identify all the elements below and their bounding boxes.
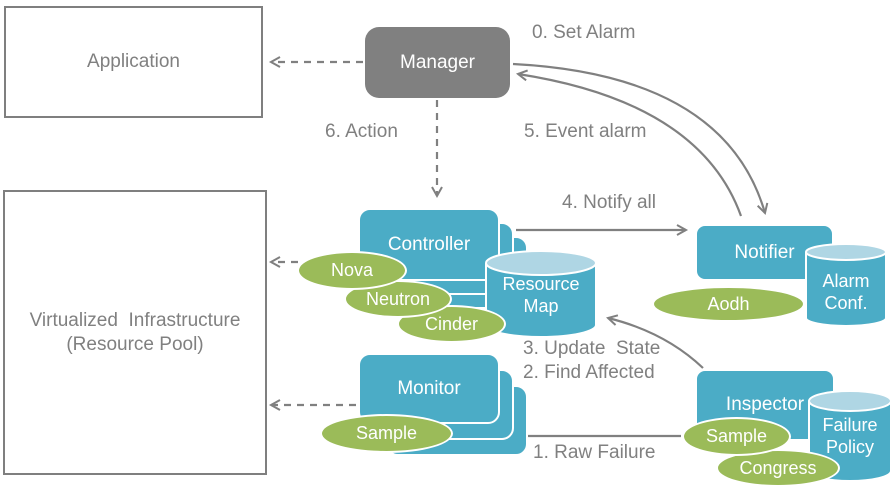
application-label: Application xyxy=(87,51,180,72)
controller-label: Controller xyxy=(387,233,471,255)
application-box: Application xyxy=(4,6,263,118)
monitor-label: Monitor xyxy=(397,377,461,399)
edge-label-set-alarm: 0. Set Alarm xyxy=(532,22,636,43)
notifier-label: Notifier xyxy=(734,241,795,263)
nova-ellipse: Nova xyxy=(297,251,407,290)
edge-label-event-alarm: 5. Event alarm xyxy=(524,121,647,142)
neutron-label: Neutron xyxy=(365,288,431,309)
edge-label-raw-failure: 1. Raw Failure xyxy=(533,442,656,463)
aodh-label: Aodh xyxy=(707,293,750,314)
resource-map-label-line2: Map xyxy=(523,296,559,316)
edge-label-update-state: 3. Update State xyxy=(523,338,661,359)
edge-label-notify-all: 4. Notify all xyxy=(562,192,656,213)
manager-label: Manager xyxy=(400,51,475,73)
arrow-inspector-to-resource-map xyxy=(606,314,704,369)
inspector-label: Inspector xyxy=(725,394,805,415)
congress-ellipse: Congress xyxy=(716,449,840,487)
failure-policy-label-line2: Policy xyxy=(825,437,874,457)
nova-label: Nova xyxy=(330,260,374,280)
resource-map-cylinder: Resource Map xyxy=(485,250,597,338)
edge-label-find-affected: 2. Find Affected xyxy=(523,362,655,383)
resource-map-label-line1: Resource xyxy=(502,274,580,294)
virtualized-infrastructure-box: Virtualized Infrastructure (Resource Poo… xyxy=(3,190,267,475)
sample-inspector-ellipse: Sample xyxy=(682,417,791,456)
sample-inspector-label: Sample xyxy=(705,426,768,446)
sample-monitor-label: Sample xyxy=(355,423,418,443)
virtualized-infrastructure-label-line2: (Resource Pool) xyxy=(66,333,204,355)
aodh-ellipse: Aodh xyxy=(652,286,805,322)
congress-label: Congress xyxy=(739,457,817,478)
arrow-event-alarm xyxy=(515,69,743,217)
monitor-box: Monitor xyxy=(358,353,500,424)
failure-policy-label-line1: Failure xyxy=(822,415,878,435)
alarm-conf-cylinder: Alarm Conf. xyxy=(805,243,887,327)
virtualized-infrastructure-label-line1: Virtualized Infrastructure xyxy=(29,309,241,331)
arrow-set-alarm xyxy=(512,62,769,215)
sample-monitor-ellipse: Sample xyxy=(320,414,453,453)
cylinder-shape xyxy=(485,250,597,338)
cylinder-shape xyxy=(805,243,887,327)
alarm-conf-label-line2: Conf. xyxy=(824,293,868,313)
cinder-label: Cinder xyxy=(424,313,479,334)
alarm-conf-label-line1: Alarm xyxy=(822,271,870,291)
edge-label-action: 6. Action xyxy=(325,121,398,142)
manager-box: Manager xyxy=(365,27,510,98)
